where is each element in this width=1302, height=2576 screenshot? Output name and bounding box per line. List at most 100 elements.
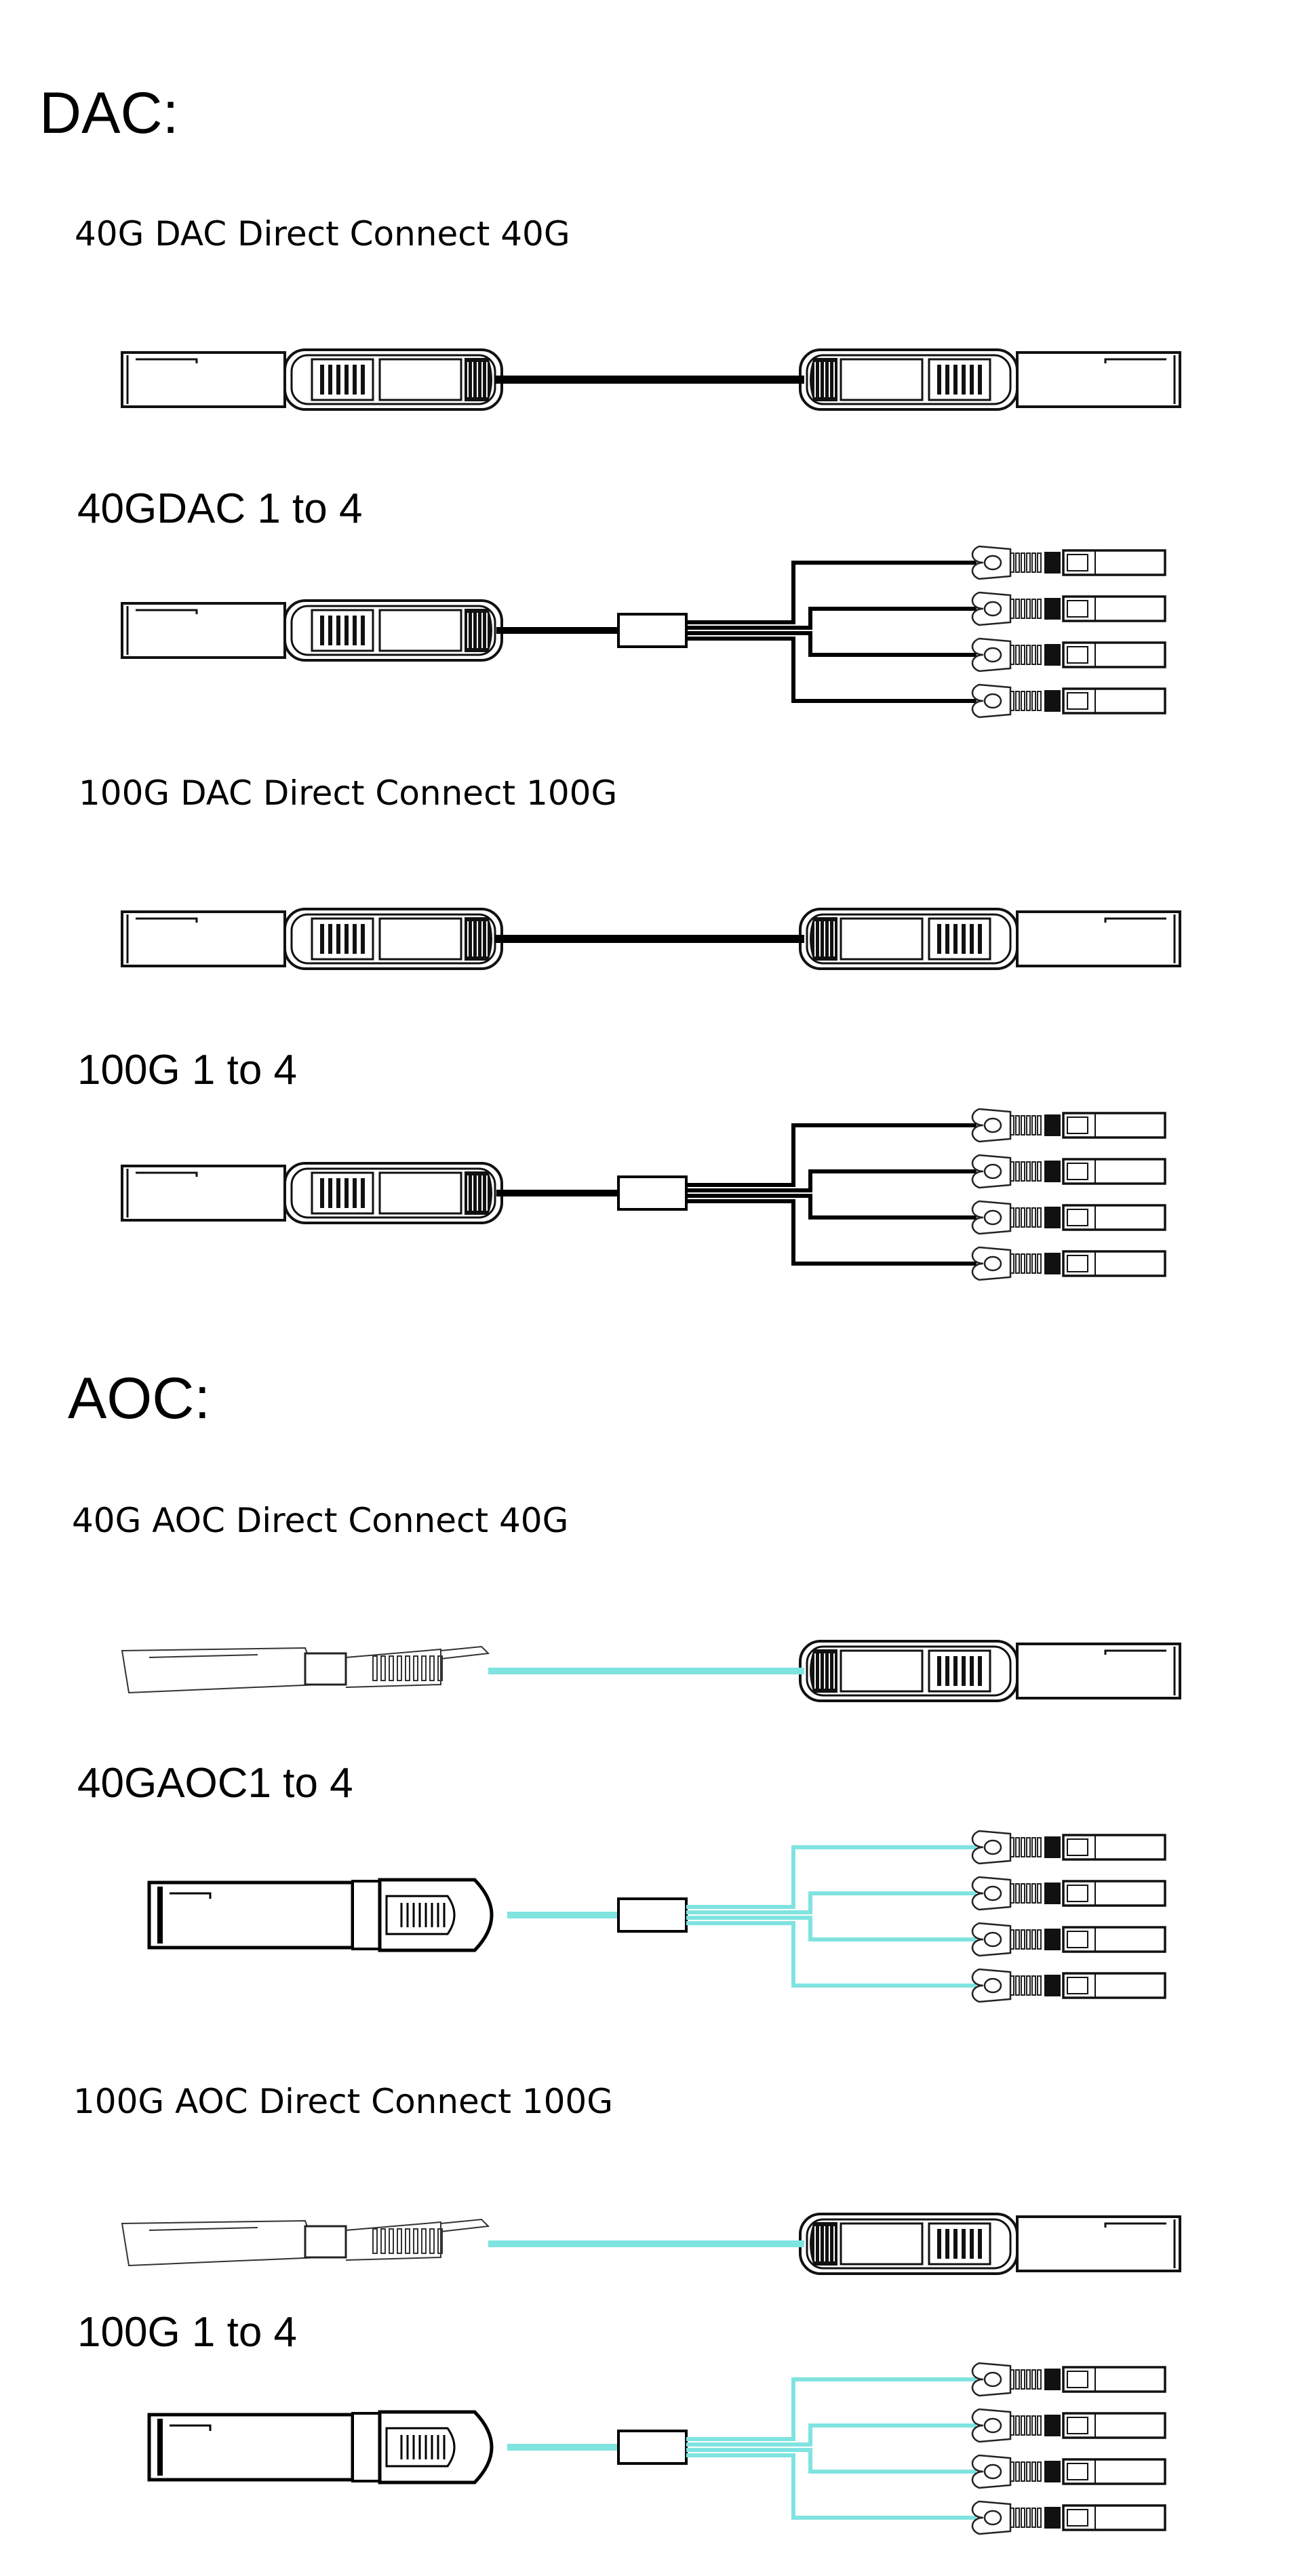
sfp-rib [1031, 1975, 1036, 1996]
latch-rib [353, 924, 357, 954]
latch-grip [465, 1171, 492, 1215]
angled-body [121, 1647, 320, 1694]
latch-rib [970, 1656, 974, 1686]
sfp-rib [1026, 2461, 1031, 2482]
boot-rib [437, 2228, 443, 2254]
latch-rib [361, 365, 365, 395]
sfp-rib [1031, 599, 1036, 619]
sfp-rib [1010, 645, 1014, 665]
sfp-ring [983, 555, 1002, 571]
sfp-rib [1015, 2461, 1020, 2482]
sfp-connector-3 [971, 1200, 1166, 1235]
sfp-connector-4 [971, 683, 1166, 719]
angled-edge [149, 1654, 258, 1658]
boot-rib [413, 1655, 418, 1681]
sfp-rib [1026, 1975, 1031, 1996]
latch-grip [465, 609, 492, 652]
module-step [136, 609, 198, 614]
sfp-window [1067, 2371, 1088, 2388]
latch-rib [353, 1178, 357, 1208]
left-qsfp-connector [147, 1878, 494, 1952]
sfp-ring [983, 2510, 1002, 2526]
sfp-rib [1031, 645, 1036, 665]
latch-rib [953, 2229, 958, 2259]
sfp-rib [1021, 1883, 1025, 1904]
module-body [121, 1165, 286, 1222]
angled-pull [440, 1645, 490, 1659]
sfp-rib [1031, 2415, 1036, 2436]
latch-rib [962, 1656, 966, 1686]
sfp-window [1067, 600, 1088, 618]
sfp-rib [1037, 1161, 1042, 1182]
boot-shell [378, 2410, 494, 2484]
latch-grip [465, 358, 492, 401]
breakout-cable [686, 637, 976, 703]
breakout-cable [686, 1916, 976, 1941]
module-body [121, 602, 286, 659]
aoc-40g-direct-diagram [121, 1640, 1181, 1702]
angled-boot [345, 1648, 441, 1688]
sfp-rib [1015, 1161, 1020, 1182]
angled-clip [304, 1652, 347, 1686]
sfp-rib [1037, 691, 1042, 711]
sfp-ring [983, 1117, 1002, 1133]
boot-edge [157, 2419, 163, 2476]
sfp-rib [1031, 1929, 1036, 1950]
sfp-rib [1015, 2369, 1020, 2390]
latch-window [311, 358, 374, 401]
boot-rib [405, 2228, 410, 2254]
sfp-rib [1021, 2369, 1025, 2390]
sfp-rib [1026, 1883, 1031, 1904]
sfp-rib [1031, 1161, 1036, 1182]
sfp-rib [1026, 645, 1031, 665]
angled-boot [345, 2221, 441, 2261]
aoc-40g-breakout-caption: 40GAOC1 to 4 [77, 1760, 353, 1807]
latch-grip [810, 1649, 837, 1693]
dac-40g-breakout-caption: 40GDAC 1 to 4 [77, 485, 363, 532]
sfp-rib [1010, 691, 1014, 711]
sfp-collar [1044, 644, 1061, 666]
boot-rib [421, 1655, 427, 1681]
sfp-rib [1031, 1883, 1036, 1904]
latch-rib [970, 2229, 974, 2259]
aoc-40g-breakout-diagram [147, 1830, 1166, 2003]
breakout-cable [686, 1845, 976, 1909]
latch-rib [344, 924, 349, 954]
right-qsfp-connector [799, 1640, 1181, 1702]
angled-pull [440, 2218, 490, 2232]
module-body [121, 351, 286, 408]
boot-rib [389, 2228, 394, 2254]
module-step [1104, 358, 1166, 363]
sfp-collar [1044, 1253, 1061, 1274]
latch-rib [962, 365, 966, 395]
latch-rib [361, 1178, 365, 1208]
sfp-rib [1021, 1929, 1025, 1950]
latch-grip [810, 2222, 837, 2266]
sfp-ring [983, 1931, 1002, 1948]
sfp-window [1067, 1255, 1088, 1272]
latch-rib [328, 365, 332, 395]
left-qsfp-connector [121, 599, 503, 662]
boot-body [147, 2413, 355, 2482]
left-qsfp-connector [121, 1162, 503, 1224]
sfp-rib [1021, 2461, 1025, 2482]
dac-100g-breakout-caption: 100G 1 to 4 [77, 1047, 298, 1093]
latch-rib [978, 1656, 982, 1686]
latch-rib [953, 924, 958, 954]
breakout-cable [686, 1921, 976, 1988]
sfp-rib [1026, 1161, 1031, 1182]
module-step [136, 1171, 198, 1177]
latch-rib [937, 365, 941, 395]
splitter-box [617, 613, 688, 648]
boot-rib [429, 1655, 435, 1681]
latch-rib [336, 1178, 340, 1208]
latch-grip [810, 917, 837, 961]
sfp-rib [1015, 1929, 1020, 1950]
sfp-loop [971, 637, 1012, 672]
right-qsfp-connector [799, 348, 1181, 411]
module-body [121, 910, 286, 967]
latch-rib [978, 924, 982, 954]
sfp-ring [983, 693, 1002, 709]
breakout-cable [686, 1194, 976, 1220]
dac-40g-breakout-diagram [121, 545, 1166, 719]
